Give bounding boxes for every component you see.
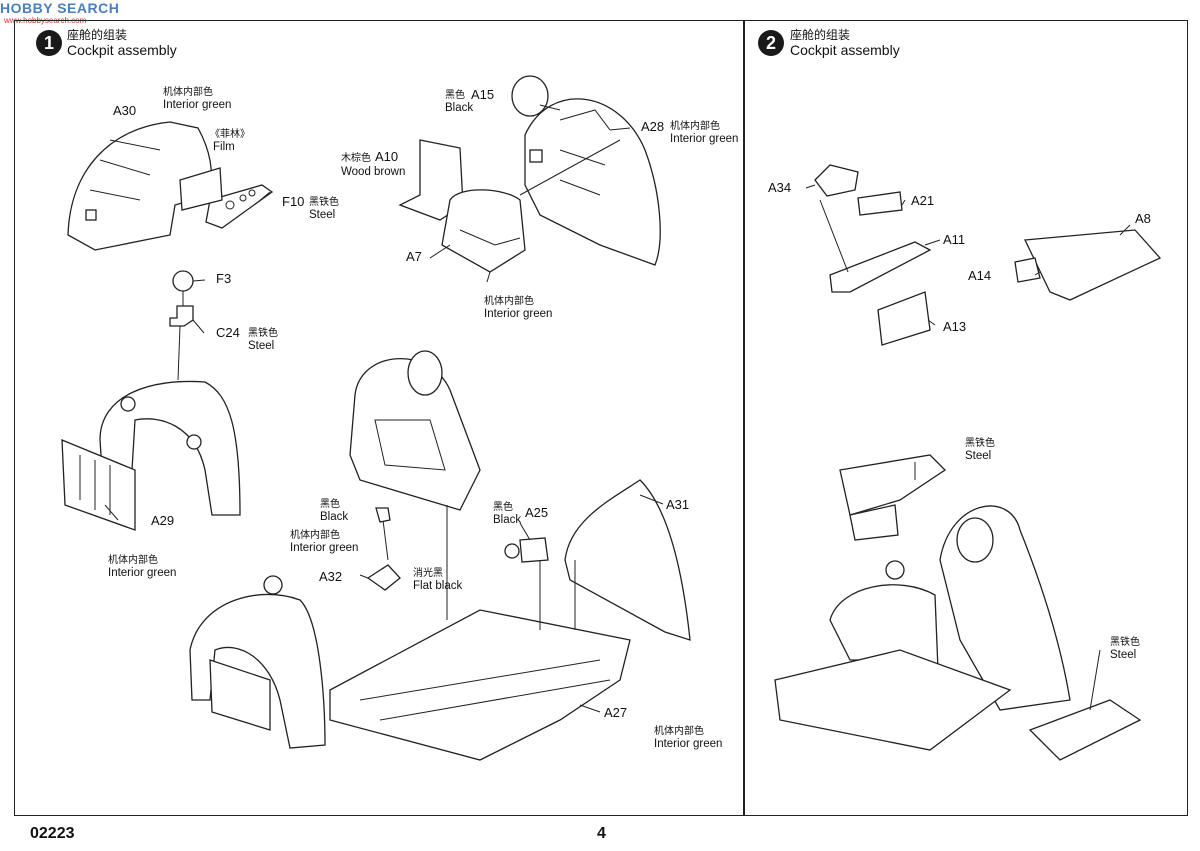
step2-panel <box>743 20 1188 816</box>
part-a14: A14 <box>968 268 992 283</box>
part-a31: A31 <box>666 497 690 512</box>
a30-color-cn: 机体内部色 <box>163 87 213 98</box>
film-cn: 《菲林》 <box>210 129 250 140</box>
step1-title-en: Cockpit assembly <box>67 42 177 58</box>
f10-color-en: Steel <box>309 209 336 221</box>
a25-color-cn: 黑色 <box>493 502 513 513</box>
a32-stick-color-en: Interior green <box>290 542 359 554</box>
part-c24: C24 <box>216 325 240 340</box>
a28-color-en: Interior green <box>670 133 739 145</box>
c24-color-en: Steel <box>248 340 275 352</box>
part-a13: A13 <box>943 319 967 334</box>
a32-stick-color-cn: 机体内部色 <box>290 530 340 541</box>
a10-color-cn: 木棕色 <box>341 153 371 164</box>
page-number: 4 <box>597 825 606 842</box>
a15-color-en: Black <box>445 102 474 114</box>
kit-number: 02223 <box>30 825 75 842</box>
part-a8: A8 <box>1135 211 1151 226</box>
part-a15: A15 <box>471 87 495 102</box>
part-a34: A34 <box>768 180 792 195</box>
part-a27: A27 <box>604 705 628 720</box>
part-a10: A10 <box>375 149 399 164</box>
part-a29: A29 <box>151 513 175 528</box>
part-f3: F3 <box>216 271 232 286</box>
step2-number-badge: 2 <box>758 30 784 56</box>
step2-steel-color-en-1: Steel <box>965 450 992 462</box>
a30-color-en: Interior green <box>163 99 232 111</box>
a7-color-en: Interior green <box>484 308 553 320</box>
part-f10: F10 <box>282 194 305 209</box>
watermark-logo: HOBBY SEARCH <box>0 0 120 16</box>
part-a7: A7 <box>406 249 422 264</box>
step2-title-cn: 座舱的组装 <box>790 28 851 42</box>
a32-boot-color-cn: 消光黑 <box>413 568 443 579</box>
step2-steel-color-en-2: Steel <box>1110 649 1137 661</box>
step1-number-badge: 1 <box>36 30 62 56</box>
a32-handle-color-cn: 黑色 <box>320 499 340 510</box>
step2-steel-color-cn-2: 黑铁色 <box>1110 637 1140 648</box>
part-a30: A30 <box>113 103 137 118</box>
a27-color-en: Interior green <box>654 738 723 750</box>
f10-color-cn: 黑铁色 <box>309 197 339 208</box>
part-a11: A11 <box>943 232 966 247</box>
part-a32: A32 <box>319 569 343 584</box>
part-a21: A21 <box>911 193 935 208</box>
a15-color-cn: 黑色 <box>445 90 465 101</box>
a32-handle-color-en: Black <box>320 511 349 523</box>
step1-panel <box>14 20 745 816</box>
film-en: Film <box>213 141 235 153</box>
a29-color-en: Interior green <box>108 567 177 579</box>
step1-title-cn: 座舱的组装 <box>67 28 128 42</box>
a32-boot-color-en: Flat black <box>413 580 463 592</box>
a29-color-cn: 机体内部色 <box>108 555 158 566</box>
step2-title-en: Cockpit assembly <box>790 42 900 58</box>
a27-color-cn: 机体内部色 <box>654 726 704 737</box>
step2-steel-color-cn-1: 黑铁色 <box>965 438 995 449</box>
part-a28: A28 <box>641 119 665 134</box>
a25-color-en: Black <box>493 514 522 526</box>
c24-color-cn: 黑铁色 <box>248 328 278 339</box>
part-a25: A25 <box>525 505 549 520</box>
a7-color-cn: 机体内部色 <box>484 296 534 307</box>
a28-color-cn: 机体内部色 <box>670 121 720 132</box>
a10-color-en: Wood brown <box>341 166 406 178</box>
